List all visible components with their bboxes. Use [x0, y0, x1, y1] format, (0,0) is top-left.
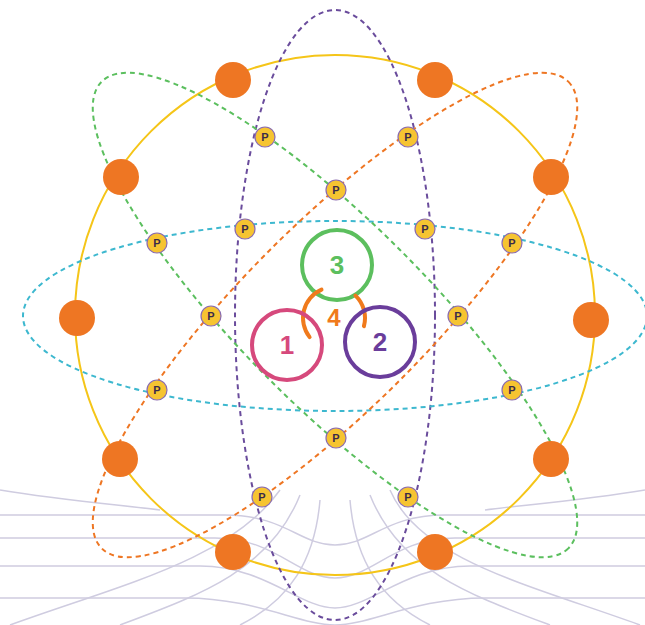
p-badge: P	[254, 126, 276, 148]
badge-letter: P	[153, 238, 160, 249]
badge-letter: P	[454, 311, 461, 322]
badge-outline	[235, 219, 255, 239]
electron-dot	[102, 441, 138, 477]
badge-outline	[448, 306, 468, 326]
badge-outline	[201, 306, 221, 326]
callout-number: 1	[280, 332, 294, 358]
ring-outline	[252, 310, 322, 380]
p-badge: P	[200, 305, 222, 327]
grid-line	[120, 495, 300, 625]
ring-outline	[345, 307, 415, 377]
number-circle: 3	[300, 228, 374, 302]
badge-outline	[326, 180, 346, 200]
electron-dot	[215, 62, 251, 98]
grid-line	[10, 490, 280, 625]
badge-outline	[398, 487, 418, 507]
electron-dot	[59, 300, 95, 336]
badge-letter: P	[332, 433, 339, 444]
badge-letter: P	[332, 185, 339, 196]
electron-dot	[215, 534, 251, 570]
grid-line	[370, 495, 550, 625]
callout-number: 2	[373, 329, 387, 355]
badge-letter: P	[421, 224, 428, 235]
p-badge: P	[414, 218, 436, 240]
p-badge: P	[146, 379, 168, 401]
grid-line	[0, 566, 645, 608]
badge-outline	[326, 428, 346, 448]
number-circle: 2	[343, 305, 417, 379]
badge-outline	[147, 233, 167, 253]
diagonal-orbit	[37, 17, 634, 614]
grid-line	[0, 490, 160, 510]
p-badge: P	[234, 218, 256, 240]
p-badge: P	[146, 232, 168, 254]
callout-number: 3	[330, 252, 344, 278]
ring-outline	[302, 230, 372, 300]
outer-orbit	[75, 55, 595, 575]
badge-letter: P	[258, 492, 265, 503]
badge-outline	[415, 219, 435, 239]
badge-letter: P	[404, 132, 411, 143]
diagonal-orbit	[37, 17, 634, 614]
grid-line	[350, 500, 430, 625]
horizontal-orbit	[23, 221, 645, 411]
electron-dot	[417, 534, 453, 570]
electron-dot	[533, 159, 569, 195]
p-badge: P	[501, 232, 523, 254]
p-badge: P	[325, 427, 347, 449]
badge-outline	[255, 127, 275, 147]
vertical-orbit	[235, 10, 435, 620]
p-badge: P	[501, 379, 523, 401]
badge-outline	[147, 380, 167, 400]
badge-outline	[502, 380, 522, 400]
number-circle: 1	[250, 308, 324, 382]
badge-outline	[252, 487, 272, 507]
electron-dot	[417, 62, 453, 98]
p-badge: P	[325, 179, 347, 201]
badge-letter: P	[153, 385, 160, 396]
badge-letter: P	[508, 385, 515, 396]
grid-line	[0, 515, 645, 545]
electron-dot	[573, 302, 609, 338]
grid-line	[0, 538, 645, 578]
badge-letter: P	[207, 311, 214, 322]
electron-dots	[59, 62, 609, 570]
p-badge: P	[251, 486, 273, 508]
badge-letter: P	[508, 238, 515, 249]
badge-letter: P	[404, 492, 411, 503]
grid-line	[0, 598, 645, 625]
p-badge: P	[397, 486, 419, 508]
callout-number: 4	[327, 306, 340, 330]
badge-letter: P	[261, 132, 268, 143]
grid-line	[240, 500, 320, 625]
p-badge: P	[397, 126, 419, 148]
badge-outline	[398, 127, 418, 147]
badge-outline	[502, 233, 522, 253]
badge-letter: P	[241, 224, 248, 235]
p-badge: P	[447, 305, 469, 327]
electron-dot	[533, 441, 569, 477]
electron-dot	[103, 159, 139, 195]
